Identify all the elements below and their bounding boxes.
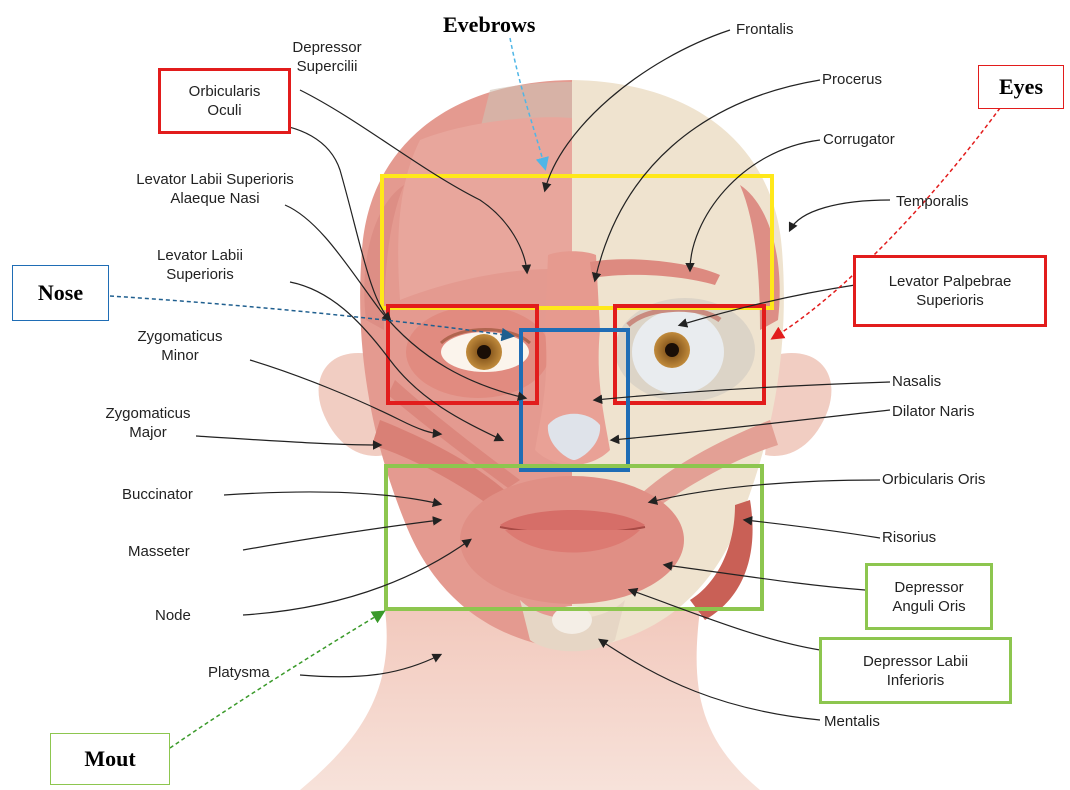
label-zygomaticus-major: Zygomaticus Major: [88, 404, 208, 442]
levator-palpebrae-line1: Levator Palpebrae: [889, 272, 1012, 291]
label-orbicularis-oculi: Orbicularis Oculi: [158, 68, 291, 134]
eyebrows-region-label: Evebrows: [443, 12, 536, 38]
depressor-labii-line2: Inferioris: [887, 671, 945, 690]
nose-region-label: Nose: [12, 265, 109, 321]
orbicularis-oculi-line2: Oculi: [207, 101, 241, 120]
label-dilator-naris: Dilator Naris: [892, 402, 975, 421]
lev-labii-sup-line1: Levator Labii: [125, 246, 275, 265]
depressor-anguli-line1: Depressor: [894, 578, 963, 597]
label-zygomaticus-minor: Zygomaticus Minor: [115, 327, 245, 365]
label-temporalis: Temporalis: [896, 192, 969, 211]
label-levator-labii-sup-alaeque-nasi: Levator Labii Superioris Alaeque Nasi: [90, 170, 340, 208]
zyg-major-line2: Major: [88, 423, 208, 442]
label-platysma: Platysma: [208, 663, 270, 682]
label-corrugator: Corrugator: [823, 130, 895, 149]
label-node: Node: [155, 606, 191, 625]
label-buccinator: Buccinator: [122, 485, 193, 504]
label-procerus: Procerus: [822, 70, 882, 89]
mouth-region-label: Mout: [50, 733, 170, 785]
lev-labii-alaeque-line2: Alaeque Nasi: [90, 189, 340, 208]
depressor-labii-line1: Depressor Labii: [863, 652, 968, 671]
label-depressor-anguli-oris: Depressor Anguli Oris: [865, 563, 993, 630]
depressor-supercilii-line1: Depressor: [272, 38, 382, 57]
label-levator-labii-superioris: Levator Labii Superioris: [125, 246, 275, 284]
levator-palpebrae-line2: Superioris: [916, 291, 984, 310]
label-depressor-labii-inferioris: Depressor Labii Inferioris: [819, 637, 1012, 704]
label-masseter: Masseter: [128, 542, 190, 561]
depressor-anguli-line2: Anguli Oris: [892, 597, 965, 616]
label-levator-palpebrae: Levator Palpebrae Superioris: [853, 255, 1047, 327]
label-mentalis: Mentalis: [824, 712, 880, 731]
label-nasalis: Nasalis: [892, 372, 941, 391]
eyes-region-label: Eyes: [978, 65, 1064, 109]
label-orbicularis-oris: Orbicularis Oris: [882, 470, 985, 489]
zyg-minor-line1: Zygomaticus: [115, 327, 245, 346]
lev-labii-alaeque-line1: Levator Labii Superioris: [90, 170, 340, 189]
label-frontalis: Frontalis: [736, 20, 794, 39]
zyg-minor-line2: Minor: [115, 346, 245, 365]
orbicularis-oculi-line1: Orbicularis: [189, 82, 261, 101]
label-risorius: Risorius: [882, 528, 936, 547]
zyg-major-line1: Zygomaticus: [88, 404, 208, 423]
lev-labii-sup-line2: Superioris: [125, 265, 275, 284]
